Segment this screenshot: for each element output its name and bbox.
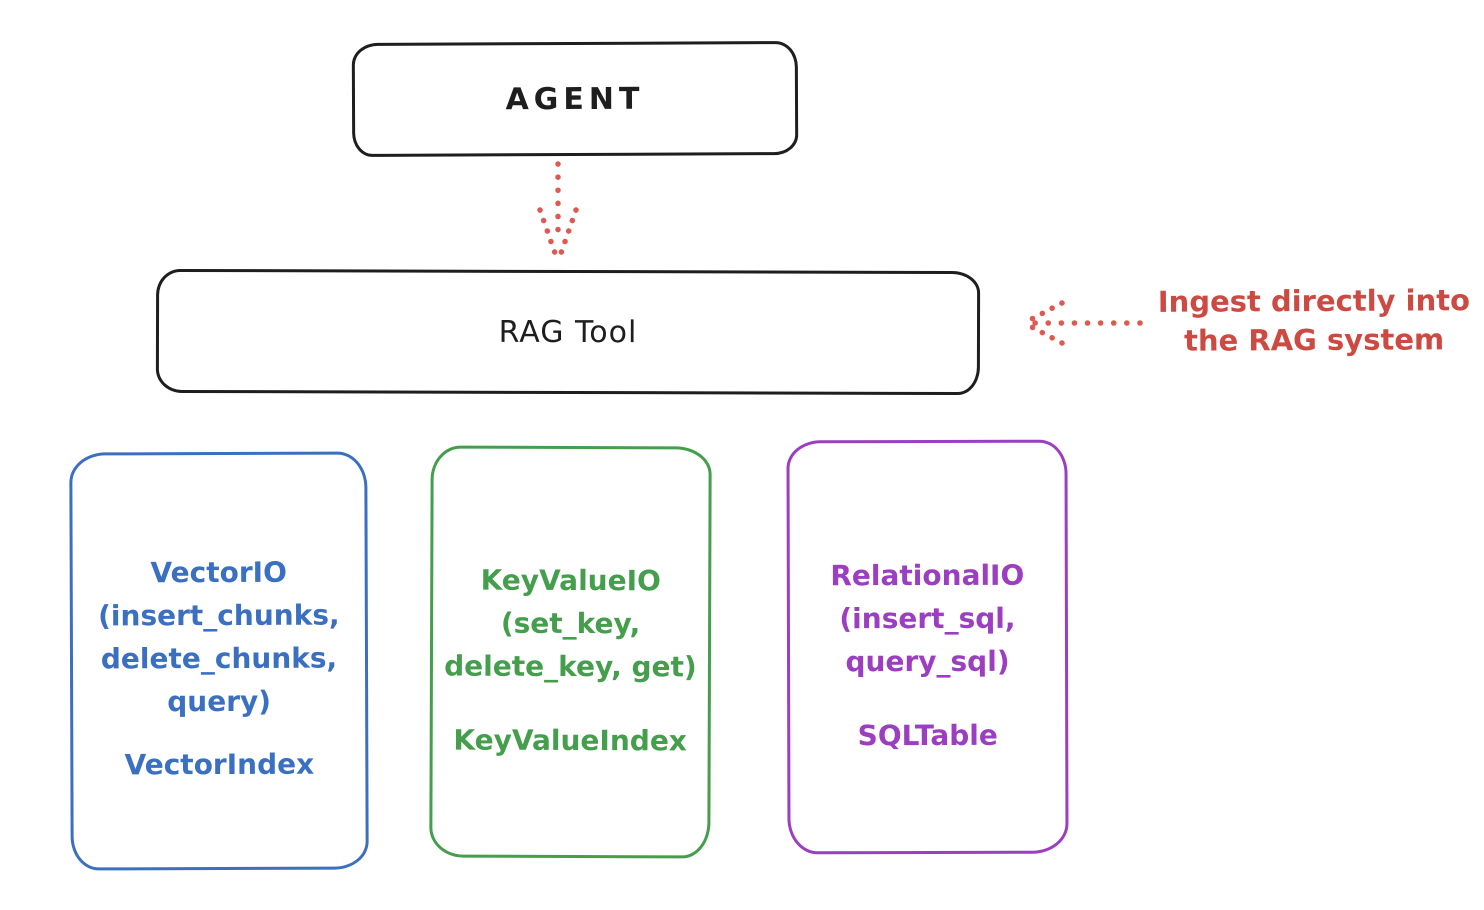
vector-io-content: VectorIO (insert_chunks, delete_chunks, … — [73, 550, 366, 786]
agent-node: AGENT — [351, 41, 799, 157]
vector-io-method: delete_chunks, — [100, 641, 338, 676]
vector-io-interface: VectorIO — [150, 555, 287, 590]
agent-to-ragtool-dotted-arrow — [537, 161, 579, 259]
keyvalue-io-method: delete_key, get) — [444, 649, 697, 684]
keyvalue-index-label: KeyValueIndex — [453, 723, 687, 758]
ingest-annotation: Ingest directly into the RAG system — [1140, 281, 1484, 361]
relational-io-content: RelationalIO (insert_sql, query_sql) SQL… — [790, 554, 1066, 758]
keyvalue-io-box: KeyValueIO (set_key, delete_key, get) Ke… — [429, 445, 712, 859]
relational-io-box: RelationalIO (insert_sql, query_sql) SQL… — [786, 439, 1069, 855]
vector-io-box: VectorIO (insert_chunks, delete_chunks, … — [69, 451, 369, 871]
sql-table-label: SQLTable — [857, 718, 998, 753]
relational-io-method: (insert_sql, — [839, 601, 1016, 636]
relational-io-interface: RelationalIO — [830, 558, 1025, 593]
relational-io-method: query_sql) — [845, 644, 1010, 679]
vector-io-method: (insert_chunks, — [98, 598, 340, 633]
vector-index-label: VectorIndex — [124, 747, 315, 782]
agent-label: AGENT — [505, 81, 645, 117]
keyvalue-io-method: (set_key, — [500, 606, 641, 641]
rag-tool-label: RAG Tool — [498, 314, 638, 350]
vector-io-method: query) — [167, 684, 272, 719]
ingest-annotation-line2: the RAG system — [1183, 322, 1445, 358]
rag-tool-node: RAG Tool — [155, 268, 981, 396]
keyvalue-io-interface: KeyValueIO — [480, 563, 661, 598]
keyvalue-io-content: KeyValueIO (set_key, delete_key, get) Ke… — [433, 559, 709, 763]
ingest-dotted-arrow — [1023, 300, 1143, 346]
ingest-annotation-line1: Ingest directly into — [1157, 283, 1471, 319]
